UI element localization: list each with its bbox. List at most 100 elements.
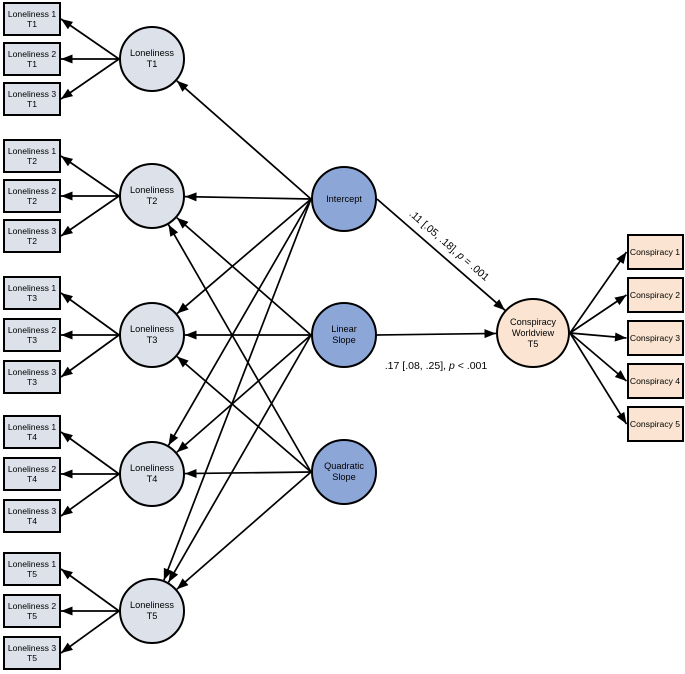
node-label: Quadratic (324, 461, 364, 471)
node-label: T5 (26, 611, 38, 621)
node-label: Conspiracy 4 (629, 376, 681, 386)
path-arrow-conspiracy-to-c2 (569, 294, 627, 334)
node-label: Linear (331, 324, 357, 334)
path-coefficient-linear-to-conspiracy: .17 [.08, .25], p < .001 (385, 360, 488, 372)
path-arrow-intercept-to-lonT2 (184, 192, 312, 202)
path-arrow-quadratic-to-lonT3 (176, 355, 312, 473)
node-label: T2 (26, 196, 38, 206)
node-label: T4 (146, 474, 158, 484)
node-label: Loneliness 1 (7, 559, 57, 569)
path-arrow-lonT4-to-b3t4 (60, 473, 120, 517)
node-label: T5 (26, 569, 38, 579)
node-label: T1 (26, 99, 38, 109)
path-arrow-intercept-to-lonT5 (163, 198, 312, 581)
path-arrow-intercept-to-conspiracy (376, 198, 506, 311)
path-arrow-conspiracy-to-c3 (569, 332, 627, 342)
node-label: Conspiracy (510, 316, 556, 327)
path-arrow-quadratic-to-lonT5 (176, 471, 312, 590)
path-arrow-lonT5-to-b1t5 (60, 568, 120, 612)
path-arrow-quadratic-to-lonT2 (167, 224, 312, 473)
node-label: Loneliness 2 (7, 325, 57, 335)
coefficient-text: .17 [.08, .25], (385, 360, 449, 372)
p-value-text: < .001 (455, 360, 488, 372)
path-arrow-lonT3-to-b3t3 (60, 334, 120, 378)
node-label: Loneliness 1 (7, 283, 57, 293)
node-label: Loneliness 1 (7, 9, 57, 19)
path-arrow-linear-to-lonT4 (176, 334, 312, 453)
node-label: Loneliness 3 (7, 367, 57, 377)
path-arrow-lonT4-to-b1t4 (60, 431, 120, 475)
path-arrow-lonT2-to-b1t2 (60, 155, 120, 197)
indicator-box-conspiracy-5: Conspiracy 5 (626, 406, 684, 442)
node-label: T4 (26, 432, 38, 442)
node-label: Loneliness (130, 600, 174, 610)
node-label: T2 (146, 196, 158, 206)
node-label: Conspiracy 1 (629, 247, 681, 257)
node-label: Loneliness (130, 48, 174, 58)
node-label: Loneliness 1 (7, 146, 57, 156)
node-label: Loneliness 2 (7, 186, 57, 196)
node-label: T3 (26, 377, 38, 387)
path-arrow-lonT3-to-b1t3 (60, 292, 120, 336)
indicator-box-conspiracy-3: Conspiracy 3 (626, 320, 684, 356)
node-label: T4 (26, 516, 38, 526)
node-label: Loneliness (130, 324, 174, 334)
node-label: T1 (26, 59, 38, 69)
path-arrow-linear-to-conspiracy (376, 329, 497, 339)
p-symbol: p (448, 360, 455, 372)
path-arrow-lonT5-to-b3t5 (60, 610, 120, 654)
path-arrow-linear-to-lonT5 (167, 334, 312, 583)
path-arrow-lonT2-to-b3t2 (60, 195, 120, 237)
latent-factor-intercept: Intercept (311, 166, 377, 232)
node-label: Loneliness 3 (7, 89, 57, 99)
node-label: T2 (26, 236, 38, 246)
node-label: Loneliness (130, 463, 174, 473)
node-label: T3 (146, 335, 158, 345)
path-arrow-lonT1-to-b3t1 (60, 58, 120, 100)
node-label: Loneliness 2 (7, 464, 57, 474)
path-arrow-conspiracy-to-c1 (569, 251, 628, 334)
node-label: T1 (146, 59, 158, 69)
node-label: T5 (146, 611, 158, 621)
node-label: Conspiracy 5 (629, 419, 681, 429)
path-arrow-linear-to-lonT2 (176, 217, 312, 336)
path-arrow-intercept-to-lonT4 (167, 198, 312, 446)
path-arrow-lonT1-to-b1t1 (60, 18, 120, 60)
node-label: Slope (332, 472, 356, 482)
node-label: T4 (26, 474, 38, 484)
node-label: Intercept (326, 193, 362, 204)
indicator-box-conspiracy-2: Conspiracy 2 (626, 277, 684, 313)
node-label: T5 (26, 653, 38, 663)
node-label: Loneliness 3 (7, 643, 57, 653)
node-label: Loneliness (130, 185, 174, 195)
node-label: T3 (26, 335, 38, 345)
node-label: T3 (26, 293, 38, 303)
node-label: Conspiracy 3 (629, 333, 681, 343)
node-label: Loneliness 1 (7, 422, 57, 432)
node-label: Worldview (511, 327, 555, 338)
node-label: T2 (26, 156, 38, 166)
indicator-box-conspiracy-4: Conspiracy 4 (626, 363, 684, 399)
